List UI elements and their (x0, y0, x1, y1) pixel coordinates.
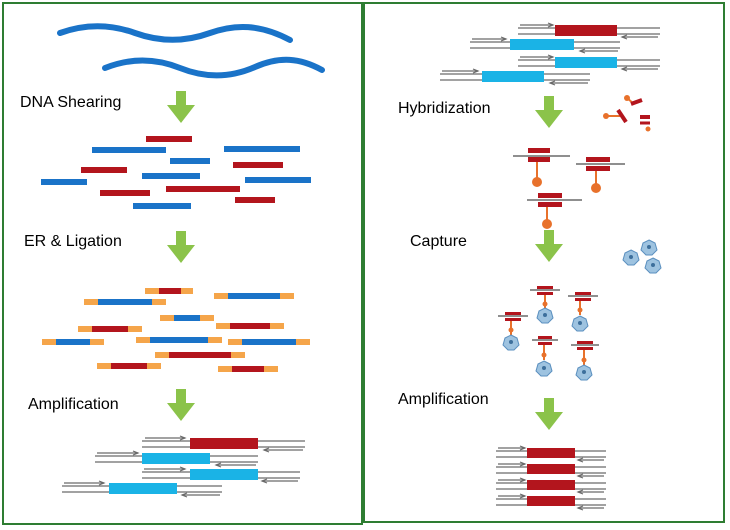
genomic-dna-strands (57, 23, 325, 79)
step-label-amplification-left: Amplification (28, 396, 119, 413)
bead-icon (622, 239, 662, 274)
library-input-right (440, 22, 660, 86)
down-arrow-icon (535, 96, 563, 128)
adapter-ligated-fragments (42, 288, 310, 372)
step-label-capture: Capture (410, 233, 467, 250)
hybridized-probe-complexes (513, 148, 625, 229)
amplicon-inserts-right (527, 448, 575, 506)
library-inserts-right (482, 25, 617, 82)
down-arrow-icon (167, 91, 195, 123)
down-arrow-icon (535, 230, 563, 262)
down-arrow-icon (167, 389, 195, 421)
right-panel-workflow (363, 2, 725, 523)
down-arrow-icon (167, 231, 195, 263)
sheared-fragments (41, 136, 311, 209)
step-label-er-ligation: ER & Ligation (24, 233, 122, 250)
amplified-library-left (62, 435, 305, 498)
step-label-amplification-right: Amplification (398, 391, 489, 408)
step-label-dna-shearing: DNA Shearing (20, 94, 122, 111)
amplicon-inserts-left (109, 438, 258, 494)
step-label-hybridization: Hybridization (398, 100, 491, 117)
probe-icon (603, 95, 651, 132)
down-arrow-icon (535, 398, 563, 430)
captured-complexes (498, 286, 599, 381)
